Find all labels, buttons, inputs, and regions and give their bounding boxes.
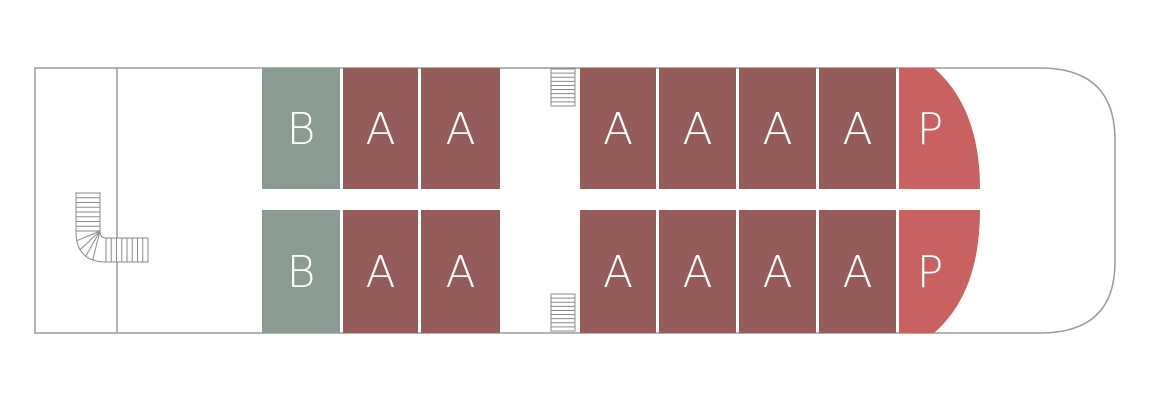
cabin-top-3 bbox=[421, 68, 500, 189]
cabin-top-2 bbox=[343, 68, 418, 189]
cabin-bottom-1-label: B bbox=[287, 247, 316, 298]
cabin-bottom-4 bbox=[580, 210, 656, 333]
cabin-top-1-label: B bbox=[287, 104, 316, 155]
cabin-top-1 bbox=[262, 68, 340, 189]
cabin-top-4 bbox=[580, 68, 656, 189]
cabin-top-2-label: A bbox=[365, 104, 395, 155]
cabin-top-3-label: A bbox=[445, 104, 475, 155]
cabin-bottom-8 bbox=[899, 210, 980, 333]
cabin-bottom-5 bbox=[659, 210, 736, 333]
cabin-bottom-6 bbox=[739, 210, 816, 333]
cabin-top-4-label: A bbox=[603, 104, 633, 155]
bottom-staircase-icon bbox=[550, 293, 576, 332]
cabin-top-8-label: P bbox=[917, 104, 944, 155]
cabin-bottom-3 bbox=[421, 210, 500, 333]
cabin-bottom-1 bbox=[262, 210, 340, 333]
cabin-top-7 bbox=[819, 68, 896, 189]
cabin-bottom-2 bbox=[343, 210, 418, 333]
main-staircase-icon bbox=[75, 192, 149, 263]
cabin-bottom-5-label: A bbox=[682, 247, 712, 298]
cabin-bottom-7 bbox=[819, 210, 896, 333]
top-staircase-icon bbox=[550, 68, 576, 107]
cabin-top-6-label: A bbox=[762, 104, 792, 155]
cabin-bottom-6-label: A bbox=[762, 247, 792, 298]
cabin-top-6 bbox=[739, 68, 816, 189]
cabin-bottom-8-label: P bbox=[917, 247, 944, 298]
cabin-bottom-7-label: A bbox=[842, 247, 872, 298]
cabin-top-8 bbox=[899, 68, 980, 189]
cabin-bottom-2-label: A bbox=[365, 247, 395, 298]
cabin-bottom-4-label: A bbox=[603, 247, 633, 298]
cabin-top-7-label: A bbox=[842, 104, 872, 155]
cabin-top-5-label: A bbox=[682, 104, 712, 155]
hull-outline bbox=[34, 67, 1116, 334]
cabin-top-5 bbox=[659, 68, 736, 189]
cabin-bottom-3-label: A bbox=[445, 247, 475, 298]
